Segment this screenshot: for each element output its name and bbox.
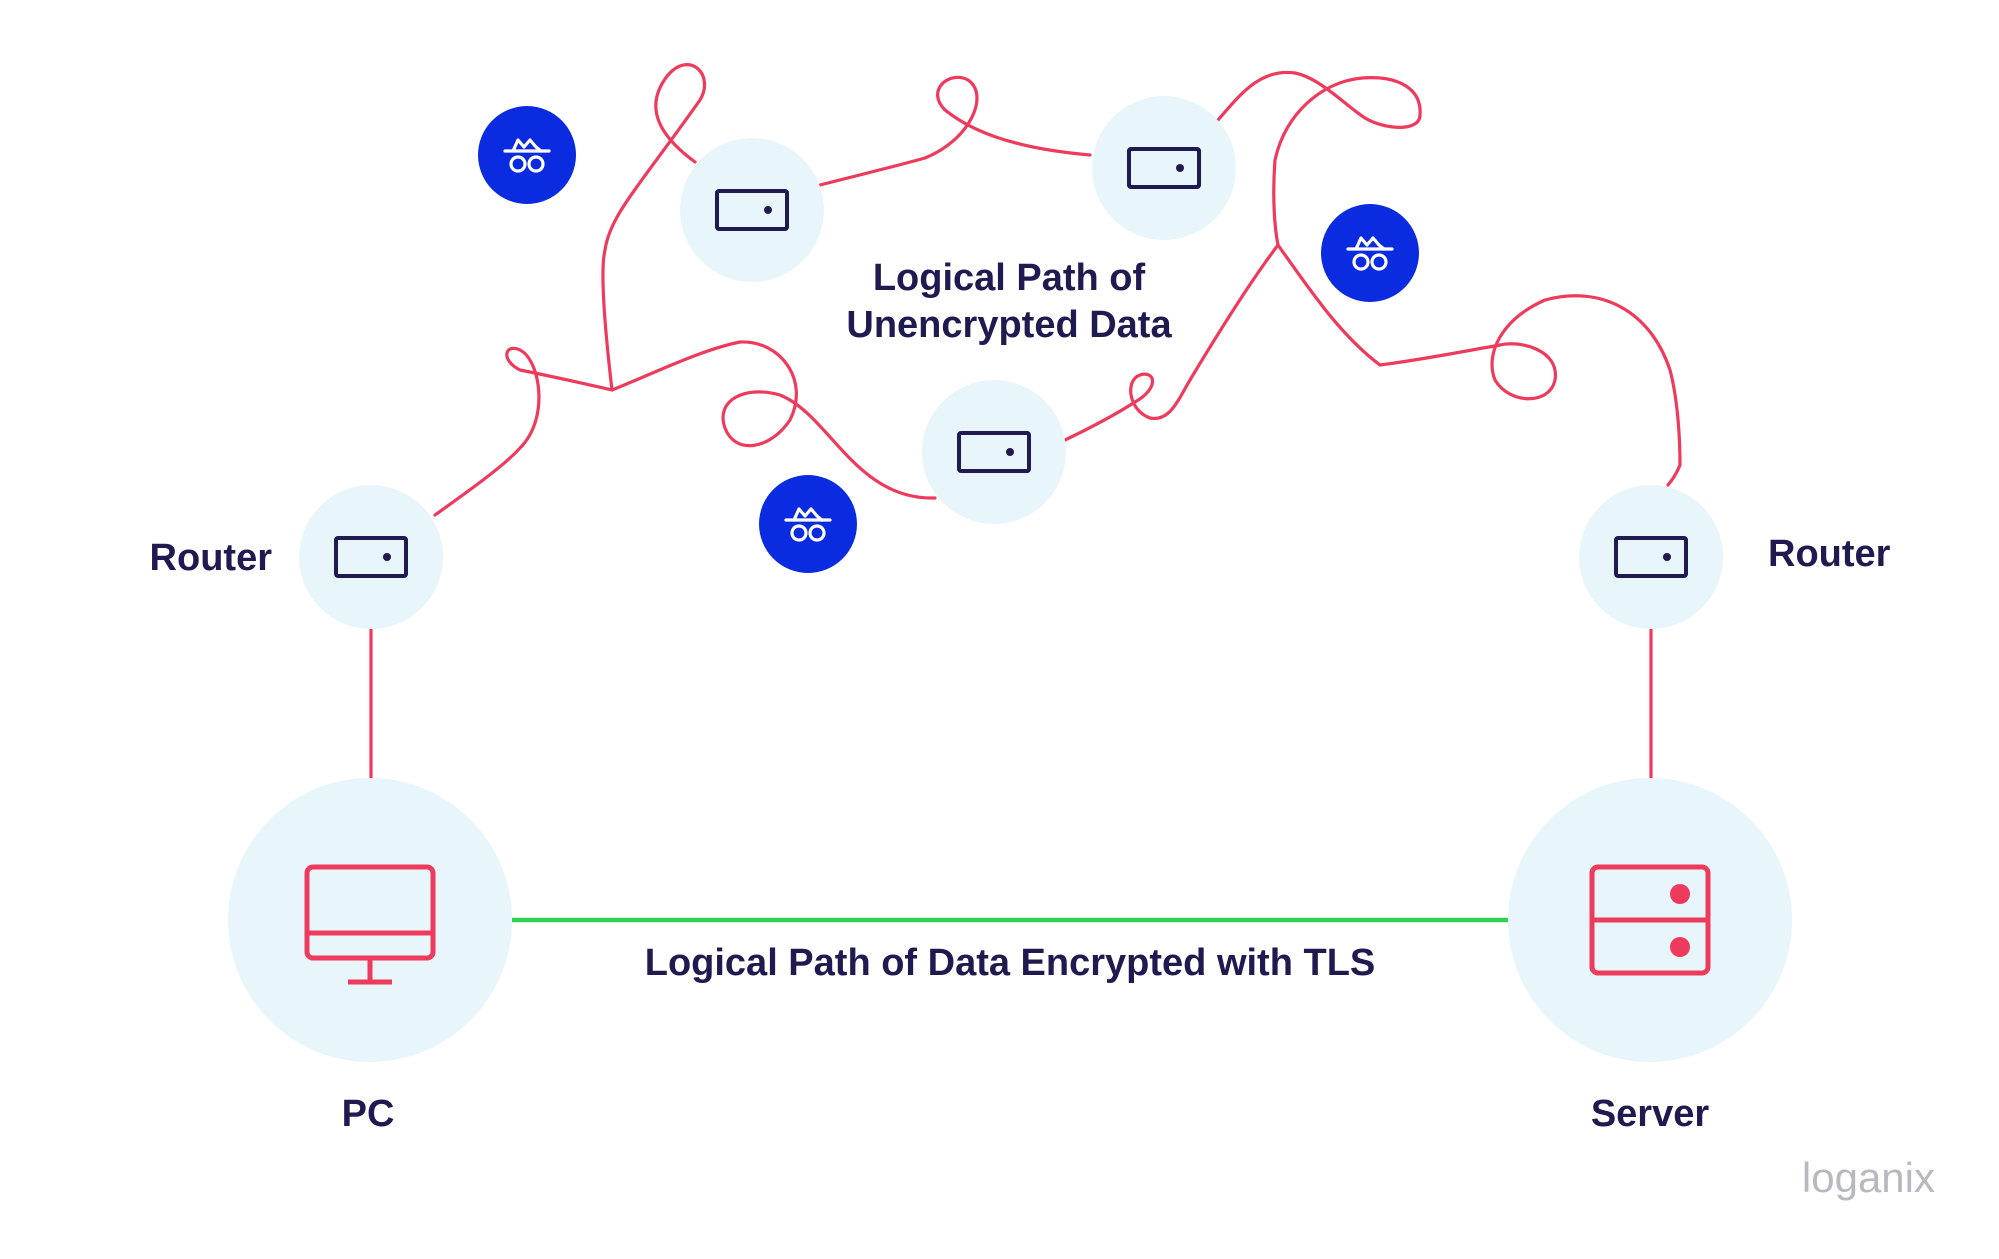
pc-label: PC	[342, 1093, 395, 1135]
spy-icon	[759, 475, 857, 573]
spy-icon	[478, 106, 576, 204]
internet-node-3	[922, 380, 1066, 524]
router-icon	[334, 536, 408, 578]
path-junction-to-node-1	[601, 63, 707, 392]
local-links	[369, 628, 1653, 778]
router-right-label: Router	[1768, 533, 1891, 575]
pc-node	[228, 778, 512, 1062]
unencrypted-label-line2: Unencrypted Data	[846, 304, 1172, 346]
server-label: Server	[1591, 1093, 1710, 1135]
router-icon	[957, 431, 1031, 473]
brand-logo: loganix	[1802, 1154, 1935, 1201]
router-icon	[1614, 536, 1688, 578]
encrypted-label: Logical Path of Data Encrypted with TLS	[645, 942, 1376, 984]
path-junction-to-node-3	[610, 340, 937, 500]
path-router-left-to-junction	[433, 346, 614, 517]
router-right-node	[1579, 485, 1723, 629]
router-left-label: Router	[150, 537, 273, 579]
path-node-2-to-junction-right	[1216, 70, 1422, 247]
router-icon	[1127, 147, 1201, 189]
server-icon	[1589, 864, 1711, 976]
path-node-1-to-node-2	[818, 75, 1092, 187]
router-icon	[715, 189, 789, 231]
unencrypted-label-line1: Logical Path of	[873, 257, 1146, 299]
path-junction-to-router-right	[1276, 243, 1682, 487]
monitor-icon	[304, 864, 436, 985]
spy-icon	[1321, 204, 1419, 302]
node-circles	[228, 96, 1792, 1062]
router-left-node	[299, 485, 443, 629]
internet-node-1	[680, 138, 824, 282]
unencrypted-paths	[433, 63, 1682, 517]
internet-node-2	[1092, 96, 1236, 240]
path-node-3-to-junction-right	[1063, 243, 1280, 442]
